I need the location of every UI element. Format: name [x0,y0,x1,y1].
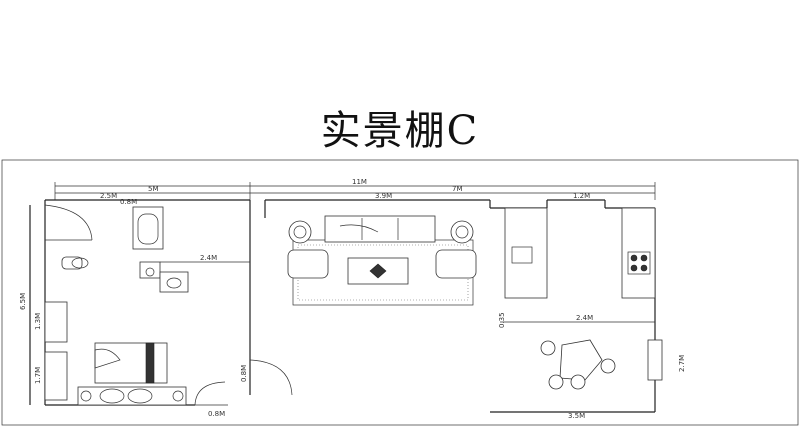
window-right [647,339,663,381]
dim-dining: 3.5M [568,412,585,420]
dim-bath-sub: 0.8M [120,198,137,206]
dim-left: 5M [148,185,159,193]
wash-basin [159,271,189,293]
dim-door-lower: 0.8M [208,410,225,418]
dim-kitchen: 1.2M [573,192,590,200]
sink [139,261,161,279]
closet-lower [44,351,68,401]
dining-table [559,339,603,381]
sofa [324,215,436,243]
dim-corridor: 2.4M [200,254,217,262]
dining-chair [548,374,564,390]
plan-title: 实景棚C [320,108,480,154]
dim-total: 11M [352,178,367,186]
living-room [287,215,477,306]
door-arc-right [249,359,293,396]
dining-chair [570,374,586,390]
bathtub [132,206,164,250]
kitchen-sink [511,246,533,264]
bed [94,342,168,384]
dim-closet-b: 1.7M [34,367,42,384]
dim-right: 7M [452,185,463,193]
kitchen-counter-left [504,207,548,299]
kitchen-counter-right [621,207,656,299]
dim-right-span: 2.4M [576,314,593,322]
bed-cabinets [77,386,187,406]
dim-bath: 2.5M [100,192,117,200]
drawing-frame [1,159,799,426]
stove [627,251,651,275]
right-area: 0.35 2.4M 2.7M 3.5M [264,199,686,420]
armchair-right [435,249,477,279]
door-arc-left [44,204,93,241]
closet-upper [44,301,68,343]
armchair-left [287,249,329,279]
dim-door-left: 0.8M [240,365,248,382]
dim-right-side: 2.7M [678,355,686,372]
dining-chair [600,358,616,374]
dim-left-height: 6.5M [19,293,27,310]
side-table [288,220,312,244]
dim-right-step: 0.35 [498,312,506,328]
door-arc-lower [194,381,226,406]
left-room: 2.4M 6.5M 1.3M 1.7M 0.8M 0.8M [19,199,293,418]
side-table [450,220,474,244]
bed-stripe [145,342,155,384]
dim-closet-a: 1.3M [34,313,42,330]
dim-living: 3.9M [375,192,392,200]
dining-chair [540,340,556,356]
